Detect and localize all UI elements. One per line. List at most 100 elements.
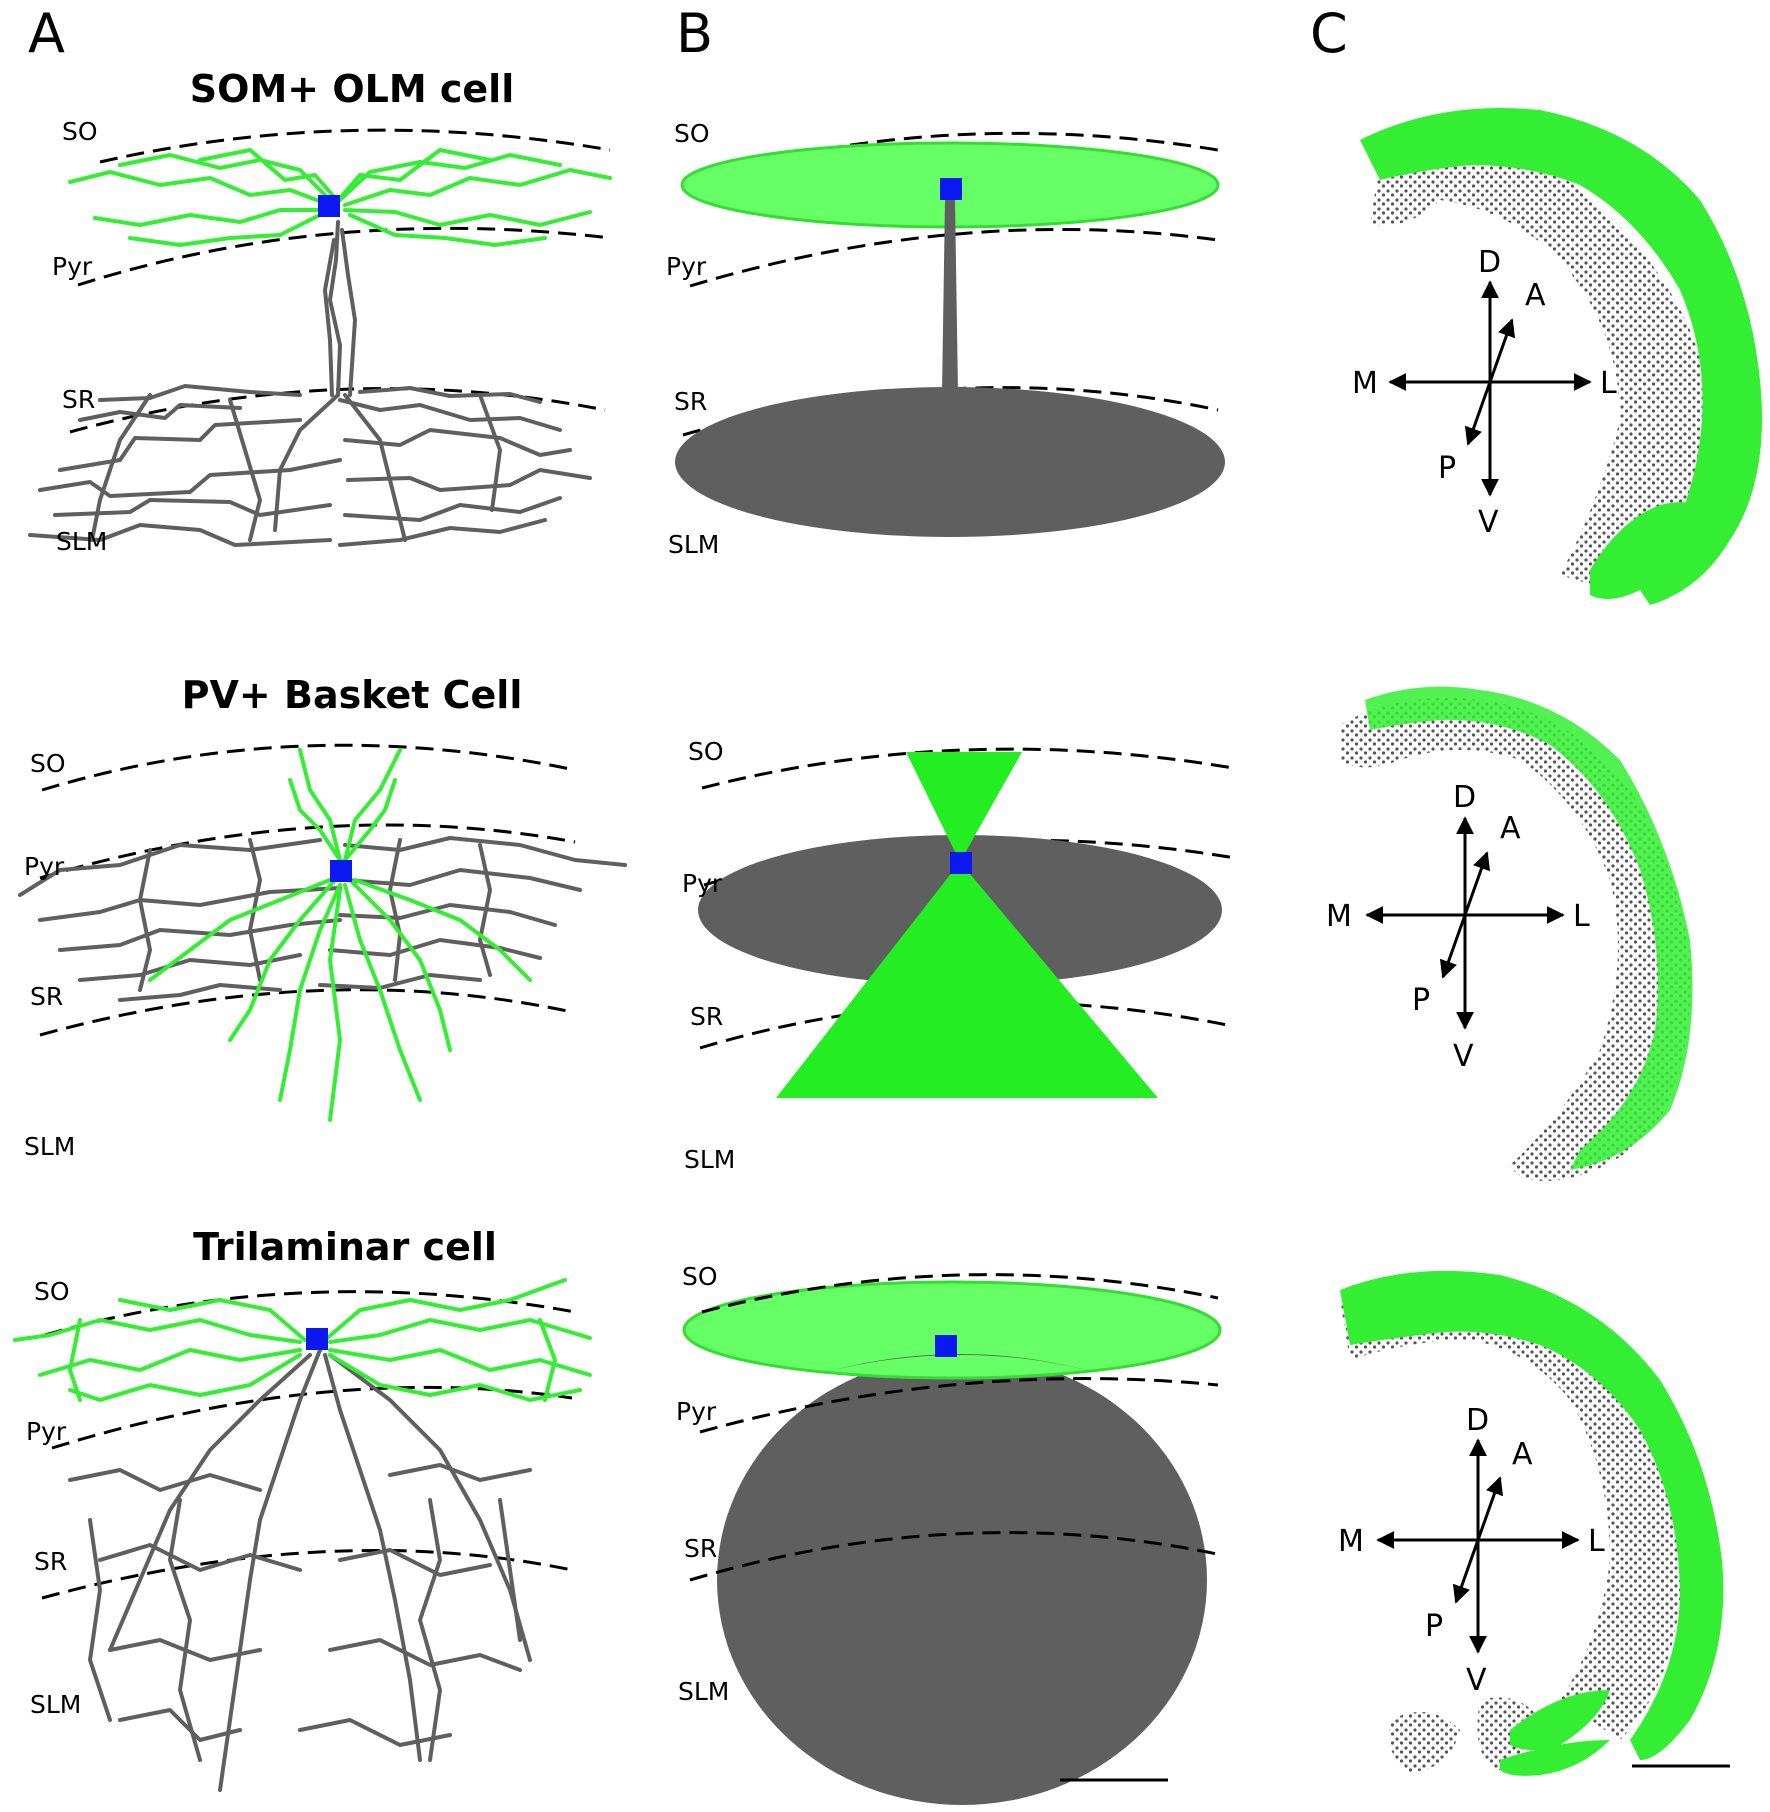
compass-2: D V M L A P <box>1326 780 1590 1074</box>
panel-letter-b: B <box>676 2 713 65</box>
trilaminar-ventral-grey-blob <box>1477 1697 1540 1770</box>
label-pyr-b3: Pyr <box>676 1397 717 1426</box>
label-sr-a2: SR <box>30 982 63 1011</box>
boundary-sr-top-a2 <box>39 988 573 1037</box>
olm-axon-volume <box>675 387 1225 537</box>
boundary-so-top-a2 <box>41 743 576 792</box>
label-so-a1: SO <box>62 117 98 146</box>
label-slm-b1: SLM <box>668 530 719 559</box>
boundary-so-pyr <box>77 226 611 287</box>
row2-panel-c: D V M L A P <box>1326 686 1693 1181</box>
boundary-so-pyr-b2 <box>703 838 1236 887</box>
label-pyr-b2: Pyr <box>682 869 723 898</box>
boundary-so-top-b2 <box>701 747 1234 790</box>
label-pyr-a1: Pyr <box>52 252 93 281</box>
axis-m-1: M <box>1352 366 1378 401</box>
trilaminar-green-cloud <box>1340 1270 1724 1760</box>
olm-axon-arbor <box>28 220 592 547</box>
trilaminar-axon-volume <box>717 1355 1207 1805</box>
boundary-so-pyr-b1 <box>689 227 1219 288</box>
trilaminar-soma <box>306 1328 328 1350</box>
label-slm-b2: SLM <box>684 1145 735 1174</box>
title-som-olm: SOM+ OLM cell <box>190 67 514 111</box>
axis-p-3: P <box>1425 1609 1443 1644</box>
axis-m-2: M <box>1326 899 1352 934</box>
row3-panel-b: SO Pyr SR SLM <box>676 1262 1223 1805</box>
basket-axon-arbor <box>18 836 627 1002</box>
axis-l-3: L <box>1588 1524 1605 1559</box>
label-sr-a1: SR <box>62 385 95 414</box>
axis-m-3: M <box>1338 1524 1364 1559</box>
boundary-sr-top-a3 <box>41 1549 573 1600</box>
axis-v-2: V <box>1453 1039 1474 1074</box>
label-so-a3: SO <box>34 1277 70 1306</box>
label-slm-b3: SLM <box>678 1677 729 1706</box>
compass-3: D V M L A P <box>1338 1403 1605 1698</box>
label-slm-a3: SLM <box>30 1690 81 1719</box>
row2-panel-a: SO Pyr SR SLM <box>18 743 627 1161</box>
axis-v-1: V <box>1478 505 1499 540</box>
boundary-sr-top-b3 <box>689 1531 1223 1582</box>
label-sr-b2: SR <box>690 1002 723 1031</box>
olm-dendrite-arbor <box>68 148 612 247</box>
panel-letter-c: C <box>1310 2 1348 65</box>
label-sr-b1: SR <box>674 387 707 416</box>
axis-p-2: P <box>1412 983 1430 1018</box>
boundary-so-top-b3 <box>701 1273 1219 1314</box>
row1-panel-a: SO Pyr SR SLM <box>28 117 612 556</box>
olm-axon-stalk <box>942 200 958 392</box>
olm-soma <box>318 195 340 217</box>
label-so-b3: SO <box>682 1262 718 1291</box>
basket-dendrite-volume-bottom <box>776 862 1158 1098</box>
boundary-so-top <box>99 128 611 164</box>
label-so-a2: SO <box>30 749 66 778</box>
olm-green-cloud-lower <box>1590 502 1710 599</box>
row1-panel-b: SO Pyr SR SLM <box>666 119 1225 559</box>
label-pyr-a2: Pyr <box>24 852 65 881</box>
trilaminar-tail-green <box>1500 1740 1610 1776</box>
row3-panel-a: SO Pyr SR SLM <box>13 1277 592 1792</box>
basket-dendrite-arbor <box>148 748 532 1122</box>
axis-a-3: A <box>1512 1437 1533 1472</box>
axis-l-1: L <box>1600 366 1617 401</box>
row2-panel-b: SO Pyr SR SLM <box>682 737 1236 1174</box>
compass-1: D V M L A P <box>1352 245 1617 540</box>
basket-soma-b <box>950 852 972 874</box>
title-trilaminar: Trilaminar cell <box>193 1225 497 1269</box>
label-so-b1: SO <box>674 119 710 148</box>
trilaminar-grey-cloud <box>1340 1282 1682 1740</box>
basket-green-patches <box>1365 686 1693 1170</box>
basket-dendrite-volume-top <box>906 752 1022 862</box>
label-so-b2: SO <box>688 737 724 766</box>
trilaminar-tail-grey <box>1389 1712 1460 1772</box>
label-sr-b3: SR <box>684 1534 717 1563</box>
axis-d-2: D <box>1453 780 1476 815</box>
axis-p-1: P <box>1438 451 1456 486</box>
axis-l-2: L <box>1573 899 1590 934</box>
boundary-sr-top-b2 <box>699 1001 1233 1050</box>
trilaminar-axon-arbor <box>68 1348 532 1792</box>
axis-v-3: V <box>1466 1663 1487 1698</box>
title-pv-basket: PV+ Basket Cell <box>182 673 523 717</box>
panel-letter-a: A <box>28 2 65 65</box>
boundary-so-pyr-a3 <box>51 1385 573 1450</box>
label-slm-a1: SLM <box>56 527 107 556</box>
basket-grey-cloud <box>1340 697 1691 1181</box>
axis-d-1: D <box>1478 245 1501 280</box>
label-pyr-b1: Pyr <box>666 252 707 281</box>
axis-d-3: D <box>1466 1403 1489 1438</box>
label-pyr-a3: Pyr <box>26 1417 67 1446</box>
olm-soma-b <box>940 178 962 200</box>
olm-grey-cloud <box>1370 148 1713 590</box>
basket-soma <box>330 860 352 882</box>
label-sr-a3: SR <box>34 1547 67 1576</box>
boundary-so-pyr-a2 <box>39 823 576 880</box>
row1-panel-c: D V M L A P <box>1352 108 1762 605</box>
axis-a-2: A <box>1500 811 1521 846</box>
trilaminar-dendrite-arbor <box>13 1278 592 1402</box>
label-slm-a2: SLM <box>24 1132 75 1161</box>
axis-a-1: A <box>1525 278 1546 313</box>
trilaminar-axon-top-cap <box>805 1354 1115 1378</box>
trilaminar-dendrite-volume <box>682 1280 1222 1380</box>
